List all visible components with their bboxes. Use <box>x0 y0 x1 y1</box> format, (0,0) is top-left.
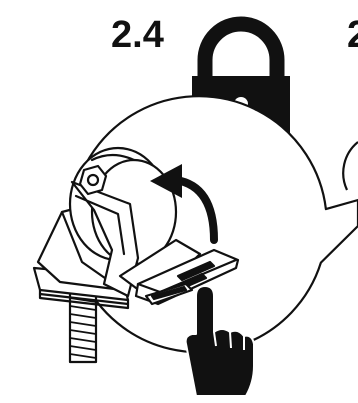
next-step-circle <box>343 142 358 190</box>
